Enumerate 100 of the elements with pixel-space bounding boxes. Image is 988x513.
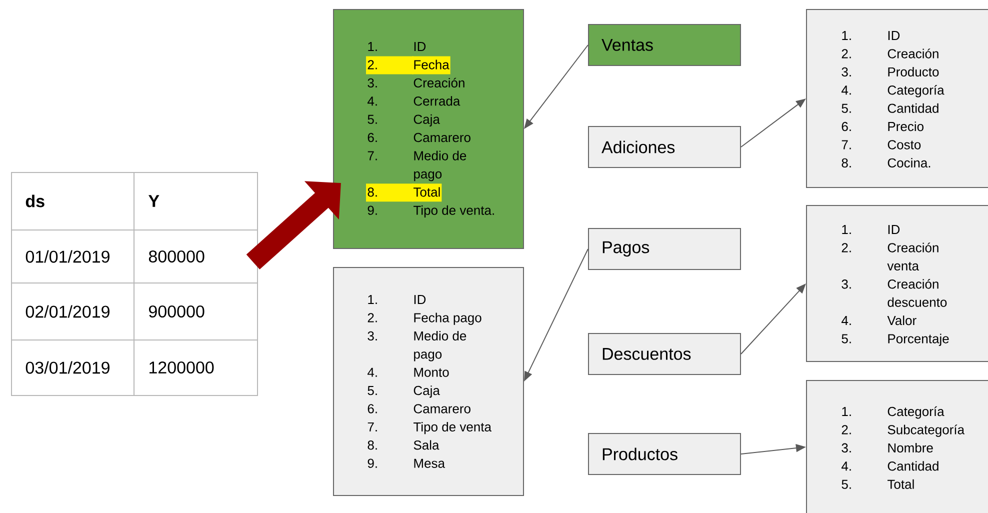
- list-item: 1. ID: [368, 42, 426, 51]
- node-label: 2.: [368, 313, 377, 322]
- node-label: Total: [414, 187, 440, 197]
- list-item: 7. Costo: [842, 140, 921, 150]
- highlighted-list-item: 2. Fecha: [366, 56, 450, 74]
- node-label: ID: [414, 42, 426, 51]
- node-label: 6.: [368, 132, 377, 142]
- list-item: 1. Categoría: [842, 406, 944, 419]
- list-item: 3. Producto: [842, 66, 939, 77]
- list-item: 4. Valor: [842, 316, 916, 326]
- node-label: 3.: [842, 443, 851, 453]
- list-item: 3. Creación descuento: [842, 279, 947, 307]
- node-label: Camarero: [414, 132, 470, 142]
- node-label: 6.: [842, 122, 851, 132]
- list-item: 5. Cantidad: [842, 103, 938, 113]
- node-label: 3.: [368, 331, 377, 341]
- list-item: 6. Camarero: [368, 132, 470, 142]
- highlighted-list-item: 8. Total: [366, 184, 442, 202]
- list-item: 4. Monto: [368, 368, 449, 377]
- list-item: 5. Caja: [368, 114, 440, 126]
- node-label: 1.: [842, 31, 851, 40]
- table-cell: 01/01/2019: [26, 250, 110, 263]
- node-label: Medio de pago: [414, 150, 466, 182]
- node-label: 2.: [842, 49, 851, 58]
- node-label: Creación: [414, 78, 464, 88]
- node-label: 4.: [842, 316, 851, 325]
- node-label: 7.: [368, 151, 377, 160]
- table-box: Descuentos: [588, 333, 741, 375]
- node-label: 1.: [368, 295, 377, 304]
- table-cell: 03/01/2019: [26, 361, 110, 374]
- list-item: 5. Porcentaje: [842, 334, 949, 346]
- node-label: 1.: [842, 407, 851, 416]
- list-item: 1. ID: [842, 225, 900, 234]
- list-item: 5. Caja: [368, 386, 440, 398]
- table-cell: 800000: [148, 250, 204, 263]
- table-cell: 1200000: [150, 361, 214, 374]
- node-label: 8.: [368, 188, 377, 197]
- node-label: Cantidad: [888, 461, 938, 471]
- node-label: Cantidad: [888, 103, 938, 113]
- list-item: 4. Cerrada: [368, 96, 460, 106]
- node-label: 7.: [368, 422, 377, 432]
- list-item: 4. Categoría: [842, 85, 944, 98]
- node-label: Creación descuento: [888, 279, 947, 307]
- node-label: 3.: [368, 78, 377, 88]
- node-label: 5.: [842, 334, 851, 344]
- list-item: 7. Medio de pago: [368, 150, 466, 182]
- list-item: 2. Subcategoría: [842, 424, 965, 437]
- table-cell: 02/01/2019: [26, 305, 110, 318]
- node-label: 4.: [368, 368, 377, 377]
- node-label: Precio: [888, 122, 924, 132]
- list-item: 2. Fecha pago: [368, 312, 482, 325]
- node-label: Fecha: [414, 60, 450, 70]
- list-item: 3. Medio de pago: [368, 330, 466, 362]
- node-label: 5.: [842, 480, 851, 489]
- list-item: 9. Mesa: [368, 458, 445, 468]
- node-label: 1.: [842, 225, 851, 234]
- node-label: Tipo de venta: [414, 422, 492, 434]
- table-cell: ds: [26, 194, 44, 208]
- arrow: [246, 181, 341, 270]
- node-label: Valor: [887, 316, 916, 326]
- list-item: 3. Creación: [368, 78, 464, 88]
- node-label: Total: [888, 479, 914, 489]
- table-box: Adiciones: [588, 126, 741, 168]
- node-label: 6.: [368, 404, 377, 414]
- node-label: 7.: [842, 140, 851, 150]
- node-label: 3.: [842, 67, 851, 77]
- list-item: 2. Creación: [842, 48, 938, 58]
- node-label: Caja: [414, 114, 440, 126]
- node-label: Caja: [414, 386, 440, 398]
- node-label: 4.: [842, 462, 851, 471]
- list-item: 1. ID: [842, 31, 900, 40]
- node-label: 1.: [368, 42, 377, 51]
- list-item: 3. Nombre: [842, 442, 933, 453]
- list-item: 6. Precio: [842, 122, 924, 132]
- node-label: Mesa: [414, 458, 445, 468]
- node-label: 5.: [842, 104, 851, 113]
- node-label: ID: [414, 295, 426, 304]
- node-label: Cocina.: [888, 158, 930, 168]
- node-label: ID: [888, 225, 900, 234]
- node-label: 5.: [368, 114, 377, 124]
- node-label: 2.: [842, 425, 851, 434]
- node-label: 2.: [842, 243, 851, 252]
- node-label: Monto: [414, 368, 449, 377]
- list-item: 9. Tipo de venta.: [368, 205, 494, 218]
- node-label: 5.: [368, 386, 377, 396]
- list-item: 1. ID: [368, 295, 426, 304]
- node-label: Cerrada: [414, 96, 460, 106]
- node-label: Tipo de venta.: [414, 205, 494, 218]
- list-item: 6. Camarero: [368, 404, 470, 414]
- node-label: Categoría: [888, 406, 944, 419]
- table-box: Pagos: [588, 228, 741, 270]
- node-label: 3.: [842, 280, 851, 289]
- node-label: Porcentaje: [888, 334, 949, 346]
- list-item: 5. Total: [842, 479, 914, 489]
- node-label: Creación venta: [887, 242, 938, 271]
- node-label: ID: [888, 31, 900, 40]
- table-box: Productos: [588, 433, 741, 475]
- table-box: Ventas: [588, 24, 741, 66]
- list-item: 4. Cantidad: [842, 461, 938, 471]
- node-label: 2.: [368, 60, 377, 70]
